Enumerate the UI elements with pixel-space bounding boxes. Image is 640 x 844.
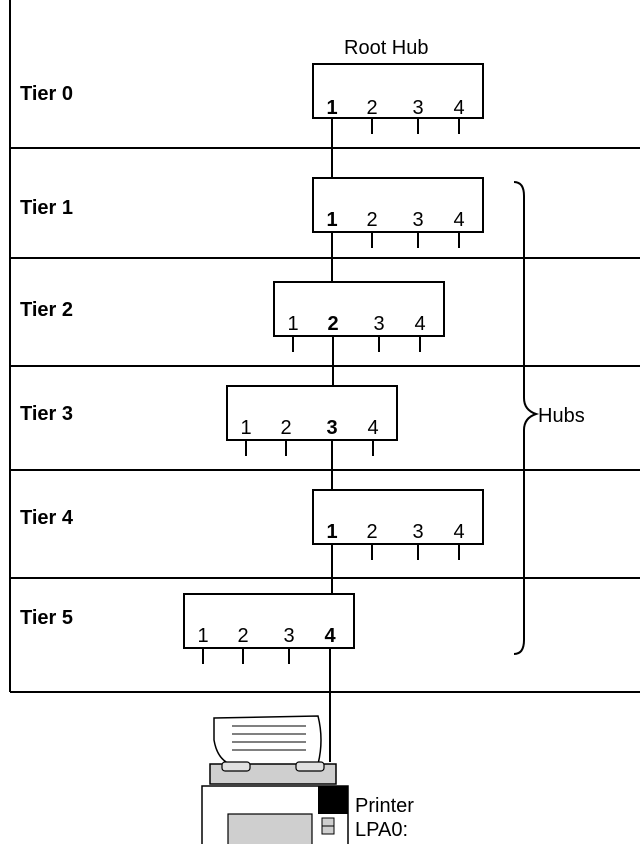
printer-panel [318, 786, 348, 814]
hub-port-label: 3 [326, 417, 338, 439]
hub-connectors [329, 118, 334, 762]
hub-port-label: 2 [327, 313, 339, 335]
hub-port-label: 4 [453, 521, 465, 543]
root-hub-title: Root Hub [344, 37, 429, 59]
hub-port-label: 1 [240, 417, 252, 439]
tier-label: Tier 3 [20, 403, 73, 425]
printer-name: Printer [355, 795, 414, 817]
printer-paper [213, 715, 322, 767]
tray-clip [295, 761, 325, 772]
hubs-label: Hubs [538, 405, 585, 427]
hubs-brace [513, 181, 540, 655]
hub-port-label: 2 [280, 417, 292, 439]
hub-port-label: 1 [326, 521, 338, 543]
hub-port-label: 3 [283, 625, 295, 647]
hub-port-label: 2 [366, 209, 378, 231]
hub-port-label: 3 [412, 209, 424, 231]
hub-box [183, 593, 355, 649]
hub-port-label: 2 [237, 625, 249, 647]
hub-port-label: 2 [366, 97, 378, 119]
hub-port-label: 2 [366, 521, 378, 543]
hub-port-label: 4 [414, 313, 426, 335]
hub-port-label: 4 [453, 209, 465, 231]
tier-label: Tier 5 [20, 607, 73, 629]
hub-box [273, 281, 445, 337]
hub-box [226, 385, 398, 441]
tier-frame [9, 0, 640, 693]
tier-label: Tier 4 [20, 507, 73, 529]
hub-port-label: 4 [367, 417, 379, 439]
hub-port-label: 1 [326, 97, 338, 119]
hub-port-label: 1 [287, 313, 299, 335]
hub-boxes [183, 63, 484, 664]
tier-label: Tier 2 [20, 299, 73, 321]
hub-box [312, 63, 484, 119]
brace-curve [513, 181, 540, 655]
tier-label: Tier 1 [20, 197, 73, 219]
tier-label: Tier 0 [20, 83, 73, 105]
printer-device: LPA0: [355, 819, 408, 841]
hub-box [312, 177, 484, 233]
tray-clip [221, 761, 251, 772]
hub-port-label: 4 [453, 97, 465, 119]
hub-port-label: 3 [373, 313, 385, 335]
printer-slot [227, 813, 313, 844]
hub-port-label: 1 [326, 209, 338, 231]
printer-icon [201, 715, 349, 844]
hub-port-label: 3 [412, 521, 424, 543]
hub-port-label: 3 [412, 97, 424, 119]
hub-port-label: 1 [197, 625, 209, 647]
hub-port-label: 4 [324, 625, 336, 647]
hub-box [312, 489, 484, 545]
